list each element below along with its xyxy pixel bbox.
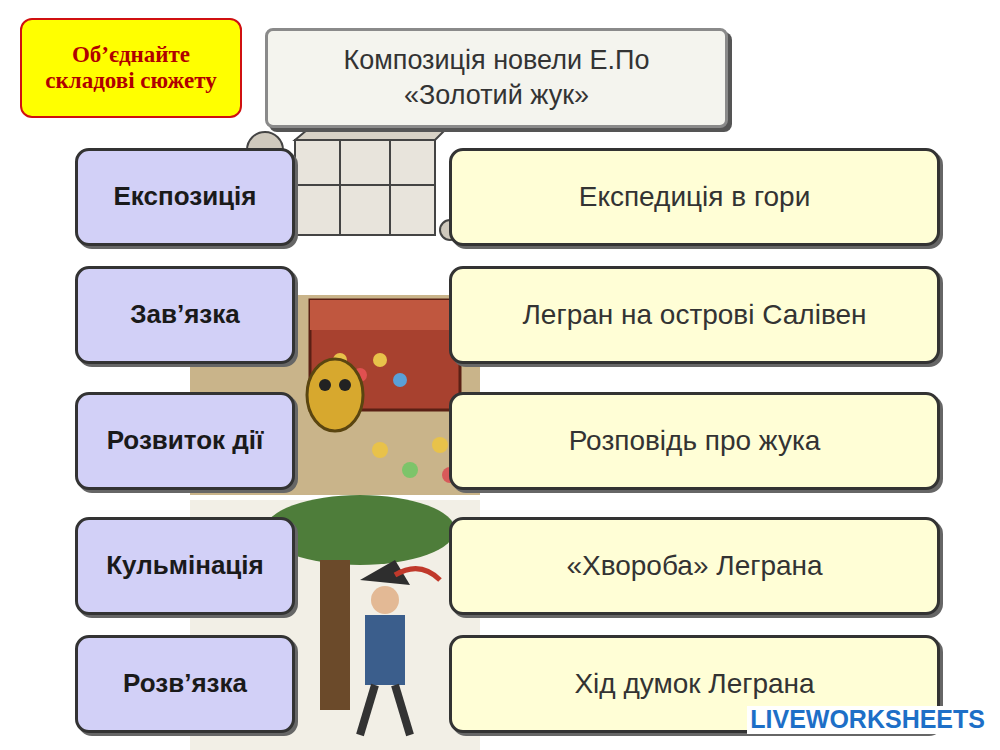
task-text: Об’єднайте складові сюжету xyxy=(32,42,230,95)
answer-text: «Хвороба» Леграна xyxy=(566,549,822,583)
answer-box: Розповідь про жука xyxy=(449,392,940,490)
task-box: Об’єднайте складові сюжету xyxy=(20,18,242,118)
plot-part-box: Експозиція xyxy=(75,148,295,246)
answer-box: «Хвороба» Леграна xyxy=(449,517,940,615)
answer-text: Легран на острові Салівен xyxy=(522,298,866,332)
plot-part-box: Зав’язка xyxy=(75,266,295,364)
plot-part-text: Кульмінація xyxy=(106,550,264,581)
plot-part-text: Експозиція xyxy=(114,181,257,212)
answer-text: Розповідь про жука xyxy=(569,424,821,458)
plot-part-text: Розвиток дії xyxy=(107,425,264,456)
title-box: Композиція новели Е.По «Золотий жук» xyxy=(265,28,728,128)
answer-text: Хід думок Леграна xyxy=(574,667,814,701)
title-text: Композиція новели Е.По «Золотий жук» xyxy=(332,43,662,113)
plot-part-text: Зав’язка xyxy=(130,299,240,330)
plot-part-box: Розв’язка xyxy=(75,635,295,733)
watermark: LIVEWORKSHEETS xyxy=(747,706,988,734)
answer-box: Легран на острові Салівен xyxy=(449,266,940,364)
plot-part-box: Розвиток дії xyxy=(75,392,295,490)
plot-part-text: Розв’язка xyxy=(123,668,247,699)
answer-text: Експедиція в гори xyxy=(579,180,811,214)
plot-part-box: Кульмінація xyxy=(75,517,295,615)
answer-box: Експедиція в гори xyxy=(449,148,940,246)
